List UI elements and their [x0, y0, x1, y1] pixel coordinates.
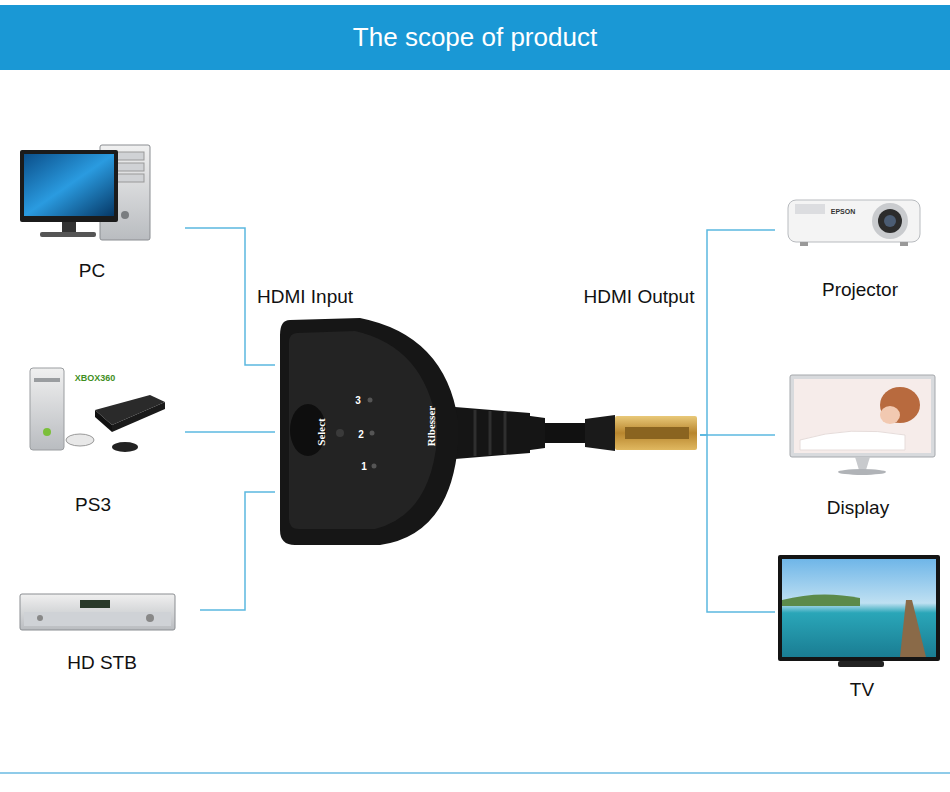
device-label: Display [827, 498, 889, 519]
hdmi-connector [700, 434, 775, 436]
hdmi-connector [700, 435, 775, 612]
projector-illustration [788, 200, 920, 246]
hdmi-connector [700, 230, 775, 435]
bottom-rule [0, 772, 950, 774]
hdmi-connector [200, 492, 275, 610]
title-text: The scope of product [0, 5, 950, 70]
port-number: 1 [361, 461, 367, 472]
source-device: PC [15, 140, 185, 285]
brand-mark: EPSON [831, 208, 856, 216]
display-illustration [790, 375, 935, 475]
device-label: PC [79, 261, 105, 282]
stb-illustration [20, 594, 175, 630]
port-number: 3 [355, 395, 361, 406]
output-device: TV [775, 550, 945, 705]
port-label: HDMI Output [584, 287, 695, 308]
source-device: HD STB [15, 580, 200, 680]
pc-illustration [20, 145, 150, 240]
device-label: Projector [822, 280, 898, 301]
port-number: 2 [358, 429, 364, 440]
hdmi-switch: Select 1 2 3Ribesser [275, 315, 700, 550]
tv-illustration [778, 555, 940, 667]
device-label: PS3 [75, 495, 111, 516]
button-label: Select [315, 418, 327, 445]
console-illustration [30, 368, 165, 452]
output-device: Projector [775, 190, 940, 305]
brand-name: Ribesser [425, 406, 437, 446]
output-device: Display [775, 370, 945, 525]
device-label: HD STB [67, 653, 137, 674]
port-label: HDMI Input [257, 287, 353, 308]
hdmi-connector [185, 431, 275, 433]
device-label: TV [850, 680, 874, 701]
brand-mark: XBOX360 [75, 374, 116, 384]
switch-illustration [280, 318, 697, 545]
title-band [0, 5, 950, 70]
